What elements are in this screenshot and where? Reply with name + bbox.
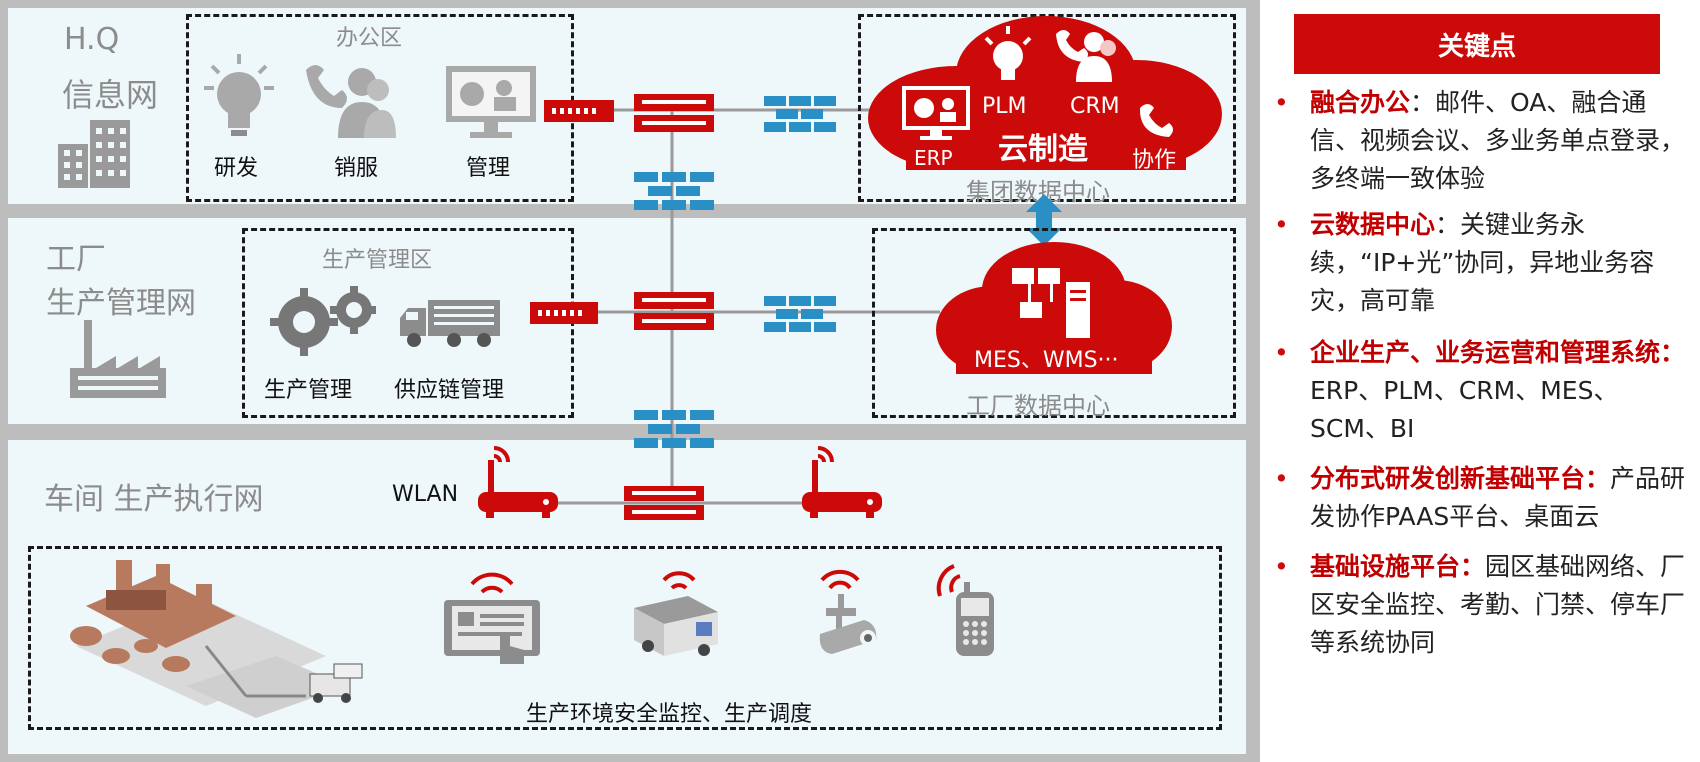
bullet-icon: • [1274, 210, 1289, 239]
gears-icon [270, 286, 376, 356]
wlan-label: WLAN [392, 482, 459, 507]
phone-icon [1139, 104, 1173, 137]
factory-access-switch [530, 302, 598, 324]
key-point-title: 基础设施平台： [1310, 552, 1486, 581]
workshop-title: 车间 生产执行网 [44, 482, 264, 517]
key-point-title: 云数据中心 [1310, 210, 1436, 239]
rd-label: 研发 [214, 156, 259, 181]
hq-firewall-icon [764, 96, 836, 132]
bullet-icon: • [1274, 552, 1289, 581]
hq-title-line2: 信息网 [62, 76, 159, 114]
hq-title-line1: H.Q [64, 22, 120, 57]
key-point-item: • 基础设施平台：园区基础网络、厂区安全监控、考勤、门禁、停车厂等系统协同 [1274, 548, 1694, 662]
supply-chain-label: 供应链管理 [394, 378, 505, 403]
bullet-icon: • [1274, 88, 1289, 117]
tablet-monitor-icon [444, 572, 540, 664]
key-points-panel: 关键点 • 融合办公：邮件、OA、融合通信、视频会议、多业务单点登录，多终端一致… [1260, 0, 1700, 762]
key-point-text: 产品研发协作PAAS平台、桌面云 [1310, 464, 1686, 531]
factory-floor-illustration [70, 560, 363, 718]
delivery-van-icon [634, 571, 718, 656]
factory-core-switch [634, 292, 714, 330]
factory-systems-label: MES、WMS··· [974, 348, 1119, 373]
hq-link-firewall-icon [634, 172, 714, 210]
workshop-devices-box [28, 546, 1222, 730]
factory-firewall-icon [764, 296, 836, 332]
key-point-title: 分布式研发创新基础平台： [1310, 464, 1611, 493]
crm-label: CRM [1070, 94, 1120, 119]
erp-label: ERP [914, 146, 953, 170]
cloud-manufacturing-label: 云制造 [998, 132, 1088, 167]
bullet-icon: • [1274, 464, 1289, 493]
erp-monitor-icon [902, 86, 970, 140]
key-point-text: ERP、PLM、CRM、MES、SCM、BI [1310, 376, 1619, 443]
workshop-caption: 生产环境安全监控、生产调度 [526, 702, 813, 727]
office-area-label: 办公区 [336, 26, 403, 51]
crm-people-icon [1056, 30, 1116, 82]
key-point-text: 关键业务永续，“IP+光”协同，异地业务容灾，高可靠 [1310, 210, 1655, 315]
key-point-text: 邮件、OA、融合通信、视频会议、多业务单点登录，多终端一致体验 [1310, 88, 1686, 193]
bullet-icon: • [1274, 338, 1289, 367]
hq-core-switch [634, 94, 714, 132]
key-point-separator: ： [1410, 88, 1436, 117]
factory-title-line1: 工厂 [46, 242, 106, 277]
mobile-phone-icon [936, 564, 994, 656]
servers-icon [1012, 268, 1090, 338]
security-camera-icon [819, 569, 877, 654]
production-mgmt-area-label: 生产管理区 [322, 248, 433, 273]
workshop-link-firewall-icon [634, 410, 714, 448]
plm-bulb-icon [984, 26, 1032, 80]
wireless-ap-left-icon [478, 446, 558, 518]
plm-label: PLM [982, 94, 1027, 119]
prod-mgmt-label: 生产管理 [264, 378, 353, 403]
wireless-ap-right-icon [802, 446, 882, 518]
truck-icon [400, 300, 500, 347]
factory-title-line2: 生产管理网 [46, 286, 196, 321]
sales-label: 销服 [334, 156, 379, 181]
key-point-title: 融合办公 [1310, 88, 1411, 117]
key-point-item: • 企业生产、业务运营和管理系统： ERP、PLM、CRM、MES、SCM、BI [1274, 334, 1694, 448]
lightbulb-icon [204, 54, 274, 136]
sync-arrow-icon [1026, 194, 1062, 246]
management-monitor-icon [446, 66, 536, 138]
factory-dc-box [872, 228, 1236, 418]
key-points-title: 关键点 [1294, 14, 1660, 74]
key-point-separator: ： [1435, 210, 1461, 239]
workshop-switch [624, 486, 704, 520]
hq-firewall-switch [544, 100, 614, 122]
key-point-title: 企业生产、业务运营和管理系统： [1310, 338, 1686, 367]
key-point-item: • 云数据中心：关键业务永续，“IP+光”协同，异地业务容灾，高可靠 [1274, 206, 1694, 320]
sales-people-icon [306, 65, 396, 138]
network-diagram: H.Q 信息网 办公区 研发 销服 管理 PLM CRM ERP 云制造 协作 … [0, 0, 1262, 762]
factory-icon [70, 320, 166, 398]
key-point-text: 园区基础网络、厂区安全监控、考勤、门禁、停车厂等系统协同 [1310, 552, 1686, 657]
mgmt-label: 管理 [466, 156, 511, 181]
collab-label: 协作 [1132, 148, 1177, 173]
key-point-item: • 融合办公：邮件、OA、融合通信、视频会议、多业务单点登录，多终端一致体验 [1274, 84, 1694, 198]
office-building-icon [58, 120, 130, 188]
key-point-item: • 分布式研发创新基础平台：产品研发协作PAAS平台、桌面云 [1274, 460, 1694, 536]
factory-dc-label: 工厂数据中心 [966, 392, 1110, 420]
